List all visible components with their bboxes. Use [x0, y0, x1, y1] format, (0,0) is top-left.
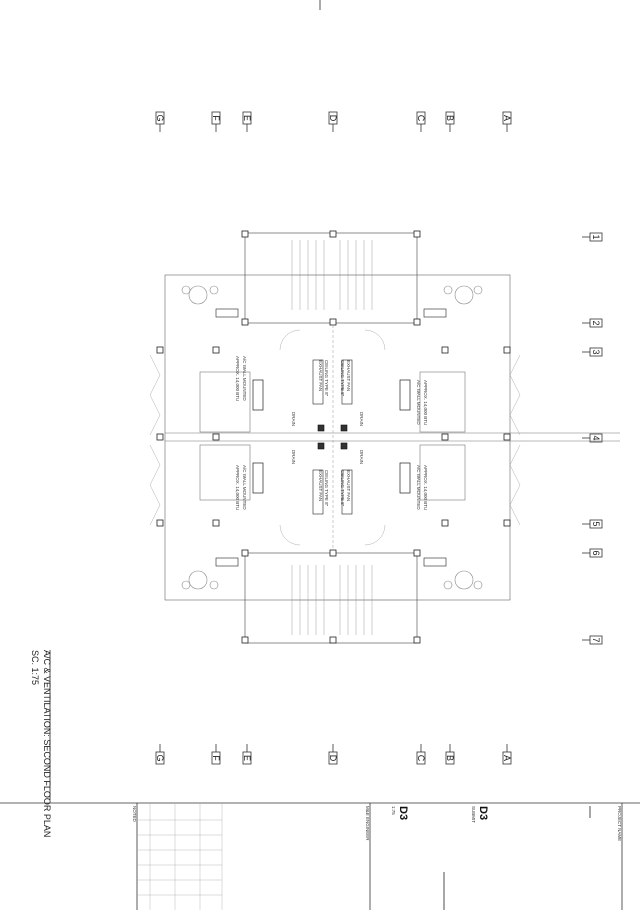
- sheet-code-2: D3: [397, 806, 409, 820]
- columns: [156, 230, 511, 644]
- fan-label-4-line2: EXHAUST FAN: [318, 470, 323, 501]
- ac-label-tl-line2: APPROX. 14,000 BTU: [235, 356, 240, 401]
- ac-labels: APPROX. 14,000 BTU A/C WALL MOUNTED APPR…: [235, 356, 428, 510]
- bed-top-right: [419, 371, 466, 433]
- bed-bottom-right: [419, 444, 466, 501]
- grid-letter-d-bottom: D: [328, 755, 338, 762]
- ac-label-bl-line1: A/C WALL MOUNTED: [242, 465, 247, 510]
- grid-letter-d: D: [328, 115, 338, 122]
- grid-letter-b: B: [445, 115, 455, 121]
- grid-letter-f: F: [211, 115, 221, 121]
- grid-letters-bottom: G F E D C B A: [155, 744, 512, 765]
- title-block-text: PROJECT NAME M&E ENGINEER NOTED D3 SUBMI…: [132, 806, 622, 841]
- balcony-furniture: [181, 285, 483, 590]
- grid-letters-top: G F E D C B A: [155, 111, 512, 132]
- stair-block-bottom: [244, 552, 418, 644]
- notes-grid: [137, 803, 223, 910]
- fan-label-1-line2: CEILING TYPE 8": [340, 360, 345, 397]
- ac-label-br-line1: APPROX. 14,000 BTU: [423, 465, 428, 510]
- drain-label-3: DRAIN: [291, 450, 296, 464]
- bed-bottom-left: [199, 444, 251, 501]
- ac-label-tl-line1: A/C WALL MOUNTED: [242, 356, 247, 401]
- grid-letter-f-bottom: F: [211, 755, 221, 761]
- floor-plan: [149, 230, 620, 644]
- ac-label-br-line2: A/C WALL MOUNTED: [416, 465, 421, 510]
- fan-label-3-line2: EXHAUST FAN: [318, 360, 323, 391]
- fan-label-2-line1: EXHAUST FAN: [346, 470, 351, 501]
- drain-label-4: DRAIN: [359, 450, 364, 464]
- ac-unit-boxes: [252, 379, 411, 494]
- scale-label: 1:75: [391, 806, 396, 815]
- grid-number-4: 4: [591, 435, 601, 440]
- grid-letter-b-bottom: B: [445, 755, 455, 761]
- stair-block-top: [244, 232, 418, 324]
- fan-label-2-line2: CEILING TYPE 8": [340, 470, 345, 507]
- plan-title: A/C & VENTILATION: SECOND FLOOR PLAN: [42, 650, 52, 837]
- grid-number-3: 3: [591, 349, 601, 354]
- title-block: [0, 802, 640, 910]
- ac-label-tr-line1: APPROX. 14,000 BTU: [423, 380, 428, 425]
- ac-label-tr-line2: A/C WALL MOUNTED: [416, 380, 421, 425]
- grid-numbers-right: 1 2 3 4 5 6 7: [582, 232, 603, 645]
- plan-scale: SC. 1:75: [30, 650, 40, 685]
- grid-letter-g: G: [155, 114, 165, 121]
- drawing-title: A/C & VENTILATION: SECOND FLOOR PLAN SC.…: [30, 650, 52, 837]
- grid-letter-c: C: [416, 115, 426, 122]
- grid-letter-g-bottom: G: [155, 754, 165, 761]
- fan-label-4-line1: CEILING TYPE 8": [324, 470, 329, 507]
- grid-number-1: 1: [591, 234, 601, 239]
- grid-number-6: 6: [591, 550, 601, 555]
- sheet-code: D3: [477, 806, 489, 820]
- grid-letter-a-bottom: A: [502, 755, 512, 761]
- sheet-code-sub: SUBMIT: [471, 806, 476, 823]
- ac-label-bl-line2: APPROX. 14,000 BTU: [235, 465, 240, 510]
- mae-engineer-label: M&E ENGINEER: [365, 806, 370, 841]
- drain-labels: DRAIN DRAIN DRAIN DRAIN: [291, 412, 364, 464]
- noted-label: NOTED: [132, 806, 137, 823]
- grid-letter-e-bottom: E: [242, 755, 252, 761]
- stair-treads-bottom: [291, 565, 414, 635]
- grid-letter-a: A: [502, 115, 512, 121]
- drain-label-1: DRAIN: [291, 412, 296, 426]
- grid-number-2: 2: [591, 320, 601, 325]
- grid-number-7: 7: [591, 637, 601, 642]
- project-name-label: PROJECT NAME: [617, 806, 622, 841]
- drain-label-2: DRAIN: [359, 412, 364, 426]
- stair-treads-top: [291, 240, 414, 310]
- grid-letter-e: E: [242, 115, 252, 121]
- exhaust-labels: EXHAUST FAN CEILING TYPE 8" EXHAUST FAN …: [318, 360, 351, 507]
- exhaust-fan-boxes: [312, 359, 353, 515]
- grid-number-5: 5: [591, 521, 601, 526]
- center-shafts: [317, 424, 348, 450]
- bed-top-left: [199, 371, 251, 433]
- fan-label-3-line1: CEILING TYPE 8": [324, 360, 329, 397]
- fan-label-1-line1: EXHAUST FAN: [346, 360, 351, 391]
- grid-letter-c-bottom: C: [416, 755, 426, 762]
